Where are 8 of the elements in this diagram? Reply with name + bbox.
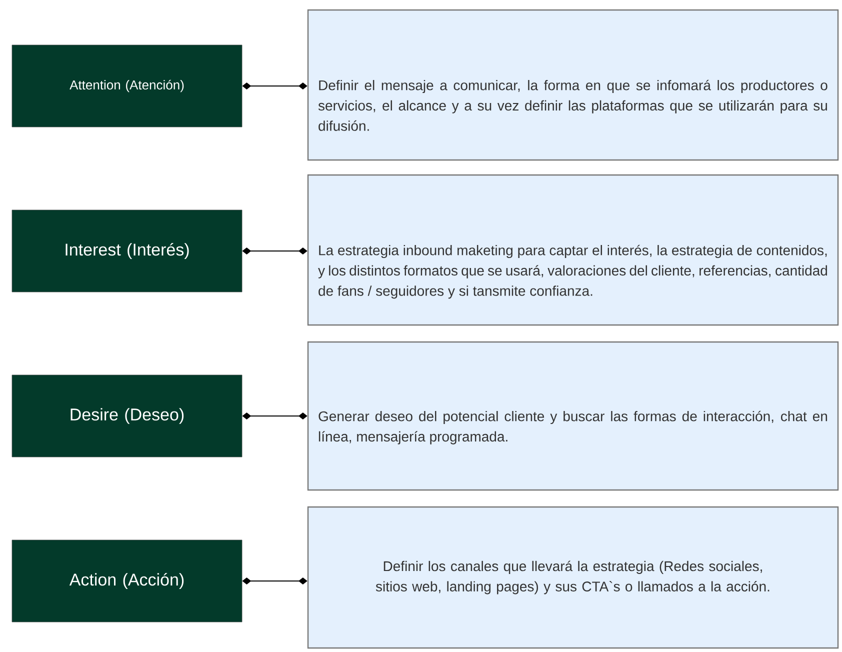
description-box: Definir los canales que llevará la estrategia (Redes sociales, sitios web, landing pages) y sus CTA`s o llamados a la acción. <box>307 506 839 649</box>
description-box: Definir el mensaje a comunicar, la forma en que se infomará los productores o servicios, el alcance y a su vez definir las plataformas que se utilizarán para su difusión. <box>307 9 839 161</box>
description-box: Generar deseo del potencial cliente y buscar las formas de interacción, chat en línea, mensajería programada. <box>307 341 839 491</box>
stage-box: Desire (Deseo) <box>12 374 242 458</box>
stage-box: Attention (Atención) <box>12 44 242 128</box>
stage-box: Interest (Interés) <box>12 210 242 292</box>
description-box: La estrategia inbound maketing para captar el interés, la estrategia de contenidos, y los distintos formatos que se usará, valoraciones del cliente, referencias, cantidad de fans / seguidores y si tansmite confianza. <box>307 174 839 326</box>
stage-box: Action (Acción) <box>12 540 242 622</box>
